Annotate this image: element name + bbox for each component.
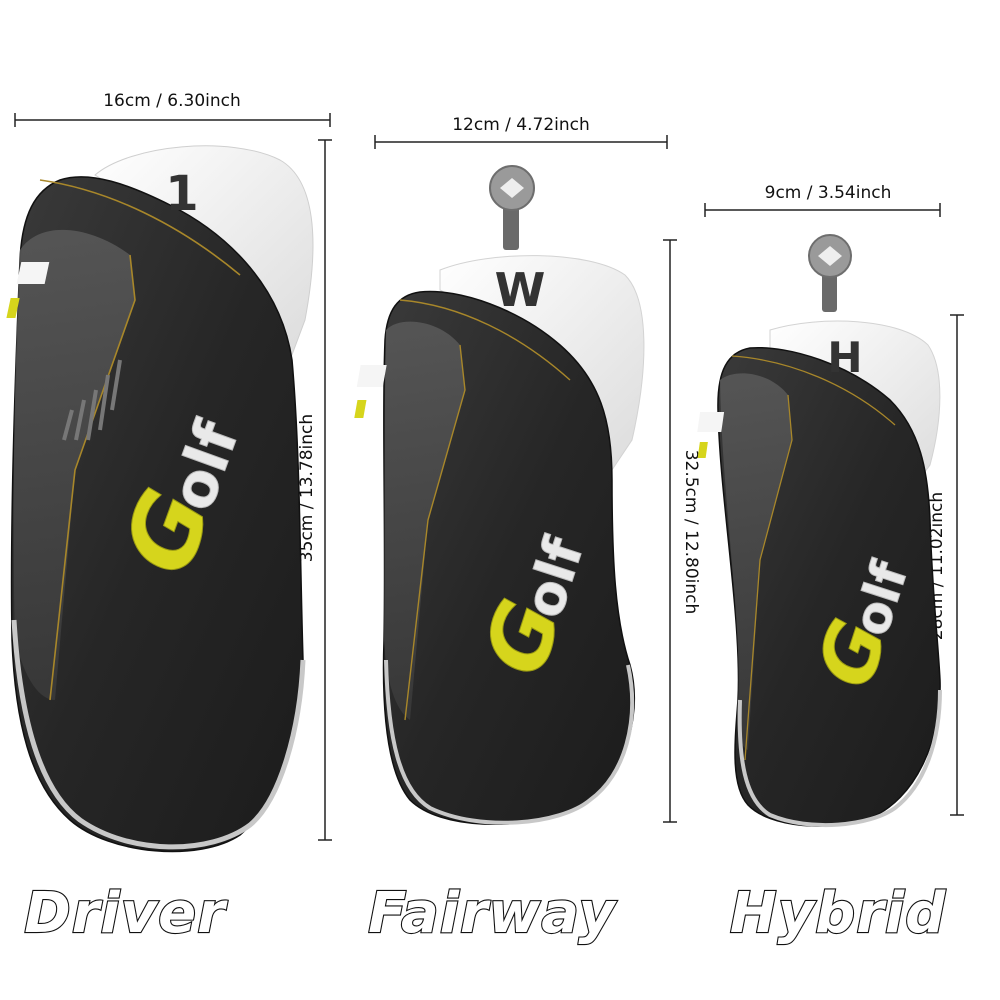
driver-yellow-stripe — [6, 298, 20, 318]
hybrid-headcover: H G olf — [697, 234, 942, 828]
fairway-label: Fairway — [368, 881, 617, 946]
hybrid-width-dimension: 9cm / 3.54inch — [704, 183, 941, 217]
hybrid-gold-trim — [731, 355, 896, 761]
driver-headcover: 1 G olf — [6, 145, 314, 853]
driver-side-panel — [13, 229, 136, 700]
fairway-width-dimension: 12cm / 4.72inch — [374, 115, 668, 149]
fairway-yellow-stripe — [354, 400, 367, 418]
hybrid-side-panel — [720, 373, 792, 750]
fairway-letter-label: W — [495, 263, 546, 317]
driver-headcover-group: 16cm / 6.30inch 35cm / 13.78inch — [6, 91, 332, 947]
fairway-headcover-group: 12cm / 4.72inch 32.5cm / 12.80inch W G — [354, 115, 701, 947]
fairway-tag-clip — [489, 165, 535, 250]
driver-number-label: 1 — [165, 166, 198, 222]
fairway-gold-trim — [399, 299, 571, 721]
driver-label: Driver — [24, 881, 228, 946]
driver-vent-lines — [62, 359, 122, 441]
hybrid-label: Hybrid — [730, 881, 946, 946]
driver-width-dimension: 16cm / 6.30inch — [14, 91, 331, 127]
driver-white-stripe — [16, 262, 50, 284]
hybrid-silver-trim — [737, 689, 942, 828]
hybrid-yellow-stripe — [697, 442, 708, 458]
fairway-white-stripe — [356, 365, 387, 387]
driver-height-text: 35cm / 13.78inch — [297, 414, 317, 562]
driver-height-dimension: 35cm / 13.78inch — [297, 139, 332, 841]
hybrid-letter-label: H — [827, 333, 862, 382]
fairway-silver-trim — [384, 659, 635, 825]
hybrid-white-stripe — [697, 412, 725, 432]
fairway-side-panel — [384, 321, 465, 720]
hybrid-width-text: 9cm / 3.54inch — [765, 183, 892, 203]
hybrid-tag-clip — [808, 234, 852, 312]
fairway-headcover: W G olf — [354, 165, 645, 826]
fairway-height-dimension: 32.5cm / 12.80inch — [663, 239, 701, 823]
fairway-height-text: 32.5cm / 12.80inch — [681, 450, 701, 615]
driver-silver-trim — [11, 619, 306, 850]
fairway-width-text: 12cm / 4.72inch — [452, 115, 590, 135]
hybrid-headcover-group: 9cm / 3.54inch 28cm / 11.02inch H G — [697, 183, 964, 947]
driver-width-text: 16cm / 6.30inch — [103, 91, 241, 111]
